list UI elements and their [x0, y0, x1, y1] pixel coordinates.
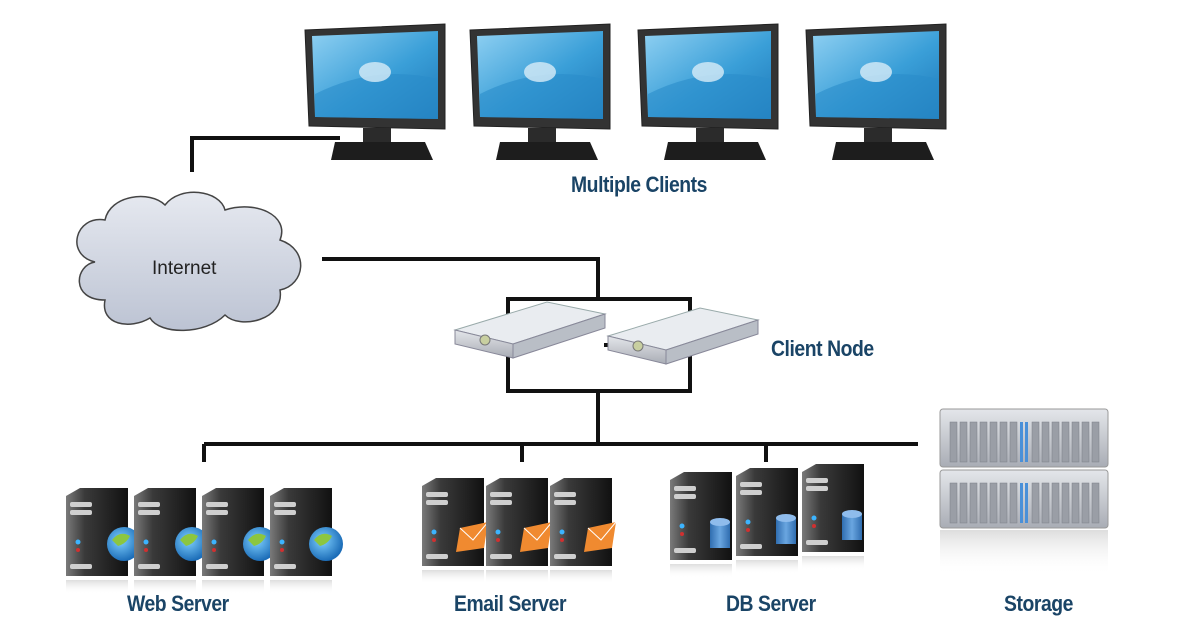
connection-lines [190, 136, 918, 462]
storage-label: Storage [1004, 591, 1074, 616]
client-monitor-2 [469, 23, 611, 161]
web-server-group [66, 488, 343, 594]
internet-label: Internet [152, 258, 217, 279]
web-server-1 [66, 488, 141, 594]
line-internet-clients [190, 136, 340, 172]
db-server-label: DB Server [726, 591, 816, 616]
client-node-server-2 [607, 307, 759, 365]
client-monitor-3 [637, 23, 779, 161]
web-server-label: Web Server [127, 591, 229, 616]
web-server-2 [134, 488, 209, 594]
db-server-3 [802, 464, 864, 570]
db-server-2 [736, 468, 798, 574]
email-server-1 [422, 478, 489, 584]
web-server-3 [202, 488, 277, 594]
email-server-2 [486, 478, 553, 584]
client-node-server-1 [454, 301, 606, 359]
clients-label: Multiple Clients [571, 172, 708, 197]
db-server-1 [670, 472, 732, 578]
line-internet-clientnode [322, 257, 600, 299]
email-server-label: Email Server [454, 591, 567, 616]
email-server-3 [550, 478, 617, 584]
db-server-group [670, 464, 864, 578]
storage-array [939, 408, 1109, 576]
web-server-4 [270, 488, 343, 594]
client-monitor-4 [805, 23, 947, 161]
email-server-group [422, 478, 617, 584]
internet-cloud-icon [76, 191, 302, 332]
client-node-label: Client Node [771, 336, 874, 361]
